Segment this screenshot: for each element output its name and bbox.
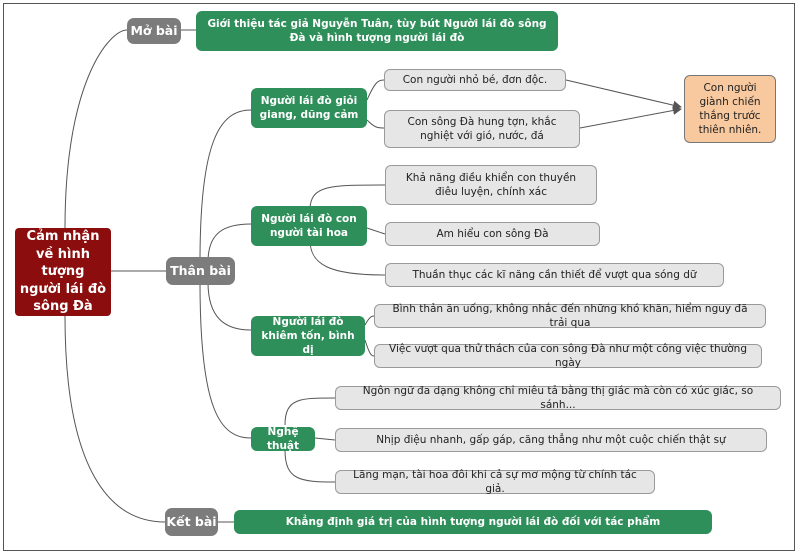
section-mo-bai[interactable]: Mở bài [127, 18, 181, 44]
root-node[interactable]: Cảm nhận về hình tượng người lái đò sông… [15, 228, 111, 316]
link-b3-leaf1 [364, 315, 375, 326]
section-than-bai[interactable]: Thân bài [166, 257, 235, 285]
leaf-hung-ton[interactable]: Con sông Đà hung tợn, khắc nghiệt với gi… [384, 110, 580, 148]
leaf-am-hieu[interactable]: Am hiểu con sông Đà [385, 222, 600, 246]
link-than-bai-branch4 [199, 281, 252, 439]
link-root-ket-bai [64, 315, 166, 523]
branch-khiem-ton[interactable]: Người lái đò khiêm tốn, bình dị [251, 316, 365, 356]
link-than-bai-branch2 [207, 223, 252, 263]
link-b1-leaf1 [366, 79, 385, 101]
branch-nghe-thuat[interactable]: Nghệ thuật [251, 426, 315, 452]
leaf-dieu-khien[interactable]: Khả năng điều khiển con thuyền điêu luyệ… [385, 165, 597, 205]
link-b3-leaf2 [364, 339, 375, 357]
link-b4-leaf3 [284, 449, 336, 483]
leaf-ngon-ngu[interactable]: Ngôn ngữ đa dạng không chỉ miêu tả bằng … [335, 385, 781, 411]
leaf-lang-man[interactable]: Lãng mạn, tài hoa đôi khi cả sự mơ mộng … [335, 469, 655, 495]
link-b2-leaf3 [309, 239, 386, 276]
ket-bai-content[interactable]: Khẳng định giá trị của hình tượng người … [234, 510, 712, 534]
link-b4-leaf1 [284, 397, 336, 426]
section-ket-bai[interactable]: Kết bài [165, 508, 218, 536]
leaf-cong-viec[interactable]: Việc vượt qua thử thách của con sông Đà … [374, 343, 762, 369]
mo-bai-content[interactable]: Giới thiệu tác giả Nguyễn Tuân, tùy bút … [196, 11, 558, 51]
link-than-bai-branch3 [207, 281, 252, 331]
link-than-bai-branch1 [199, 109, 252, 263]
diagram-frame [3, 3, 795, 551]
link-b4-leaf2 [314, 437, 336, 441]
link-root-mo-bai [64, 29, 128, 229]
leaf-binh-than[interactable]: Bình thản ăn uống, không nhắc đến những … [374, 303, 766, 329]
branch-gioi-giang[interactable]: Người lái đò giỏi giang, dũng cảm [251, 88, 367, 128]
leaf-nho-be[interactable]: Con người nhỏ bé, đơn độc. [384, 69, 566, 91]
arrow-leaf2-conclusion [579, 106, 682, 129]
branch-tai-hoa[interactable]: Người lái đò con người tài hoa [251, 206, 367, 246]
link-b2-leaf1 [309, 184, 386, 211]
link-b1-leaf2 [366, 119, 385, 129]
arrow-leaf1-conclusion [565, 79, 682, 110]
conclusion-node[interactable]: Con người giành chiến thắng trước thiên … [684, 75, 776, 143]
leaf-thuan-thuc[interactable]: Thuần thục các kĩ năng cần thiết để vượt… [385, 263, 724, 287]
leaf-nhip-dieu[interactable]: Nhịp điệu nhanh, gấp gáp, căng thẳng như… [335, 428, 767, 452]
link-b2-leaf2 [366, 227, 386, 235]
